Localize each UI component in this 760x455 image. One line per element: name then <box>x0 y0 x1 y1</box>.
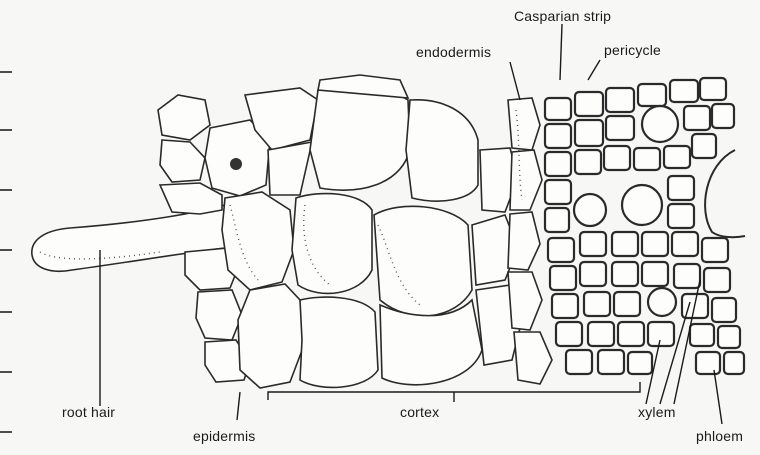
label-pericycle: pericycle <box>604 42 661 58</box>
stele-center-edge <box>705 150 745 237</box>
margin-ticks <box>0 72 12 432</box>
cortex-cells <box>205 75 522 388</box>
label-casparian-strip: Casparian strip <box>514 8 611 24</box>
label-xylem: xylem <box>638 404 676 420</box>
label-endodermis: endodermis <box>416 44 491 60</box>
label-root-hair: root hair <box>62 404 115 420</box>
label-phloem: phloem <box>696 428 743 444</box>
label-cortex: cortex <box>400 404 439 420</box>
label-epidermis: epidermis <box>193 428 256 444</box>
